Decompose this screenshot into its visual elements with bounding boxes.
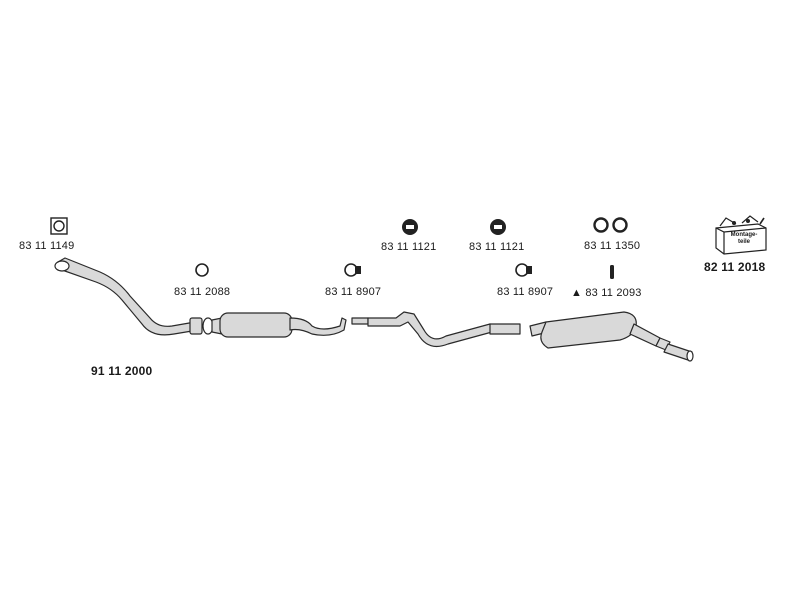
part-number-label: 83 11 1149 (19, 240, 75, 252)
part-number-text: 83 11 2093 (585, 287, 642, 299)
rubber-rings-icon (593, 217, 628, 233)
box-label-text: Montage-teile (730, 232, 758, 245)
rubber-hanger-icon (402, 219, 418, 235)
part-number-label: 83 11 8907 (497, 286, 554, 298)
part-number-label: 83 11 1350 (584, 240, 641, 252)
part-number-label: 83 11 8907 (325, 286, 382, 298)
pipe-clamp-icon (344, 263, 361, 277)
part-number-label: 83 11 1121 (469, 241, 525, 253)
part-number-label: 82 11 2018 (704, 260, 766, 274)
mounting-bolt-icon (610, 265, 614, 279)
middle-silencer (211, 312, 347, 338)
pipe-clamp-icon (515, 263, 532, 277)
ring-gasket-icon (195, 263, 209, 277)
part-number-label: 83 11 1121 (381, 241, 437, 253)
rubber-hanger-icon (490, 219, 506, 235)
connecting-pipe (351, 311, 521, 347)
triangle-marker-icon: ▲ (571, 287, 583, 299)
rear-silencer (529, 311, 661, 349)
part-number-label: ▲ 83 11 2093 (571, 287, 642, 299)
set-number-label: 91 11 2000 (91, 364, 153, 378)
flange-gasket-icon (50, 217, 68, 235)
front-pipe (54, 257, 203, 336)
part-number-label: 83 11 2088 (174, 286, 231, 298)
mounting-kit-box-icon (715, 215, 767, 255)
tail-pipe (655, 337, 694, 362)
